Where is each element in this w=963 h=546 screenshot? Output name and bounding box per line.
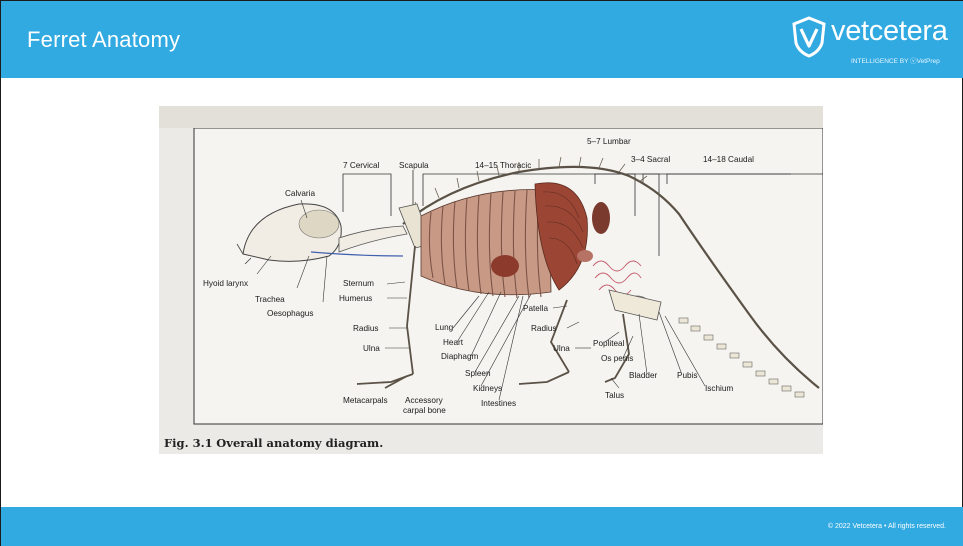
label-ulna-hind: Ulna (553, 344, 570, 353)
label-os-penis: Os penis (601, 354, 633, 363)
ferret-anatomy-diagram: 7 Cervical Scapula 14–15 Thoracic 5–7 Lu… (159, 106, 823, 436)
caption-text: Overall anatomy diagram. (216, 436, 383, 450)
label-metacarpals: Metacarpals (343, 396, 388, 405)
scan-top-edge (159, 106, 823, 128)
label-popliteal: Popliteal (593, 339, 625, 348)
label-spleen: Spleen (465, 369, 491, 378)
label-ischium: Ischium (705, 384, 733, 393)
label-talus: Talus (605, 391, 624, 400)
label-radius-hind: Radius (531, 324, 557, 333)
vetcetera-logo: vetcetera INTELLIGENCE BY ⓥVetPrep (789, 11, 959, 71)
label-oesophagus: Oesophagus (267, 309, 313, 318)
heart-shape (491, 255, 519, 277)
label-thoracic: 14–15 Thoracic (475, 161, 531, 170)
label-scapula: Scapula (399, 161, 429, 170)
caption-number: Fig. 3.1 (164, 436, 213, 450)
label-pubis: Pubis (677, 371, 697, 380)
label-bladder: Bladder (629, 371, 657, 380)
label-carpal-bone: carpal bone (403, 406, 446, 415)
logo-wordmark: vetcetera (831, 15, 948, 48)
figure-caption: Fig. 3.1 Overall anatomy diagram. (164, 436, 383, 450)
label-intestines: Intestines (481, 399, 516, 408)
label-humerus: Humerus (339, 294, 372, 303)
label-heart: Heart (443, 338, 464, 347)
label-diaphragm: Diaphagm (441, 352, 478, 361)
shield-logo-icon (789, 15, 829, 59)
label-hyoid-larynx: Hyoid larynx (203, 279, 248, 288)
kidney-shape (592, 202, 610, 234)
anatomy-figure: 7 Cervical Scapula 14–15 Thoracic 5–7 Lu… (159, 106, 823, 454)
label-kidneys: Kidneys (473, 384, 502, 393)
label-sternum: Sternum (343, 279, 374, 288)
page-title: Ferret Anatomy (27, 27, 180, 53)
copyright-text: © 2022 Vetcetera • All rights reserved. (828, 523, 946, 530)
label-trachea: Trachea (255, 295, 285, 304)
logo-subtext: INTELLIGENCE BY ⓥVetPrep (851, 55, 940, 65)
label-lumbar: 5–7 Lumbar (587, 137, 631, 146)
header-bar: Ferret Anatomy vetcetera INTELLIGENCE BY… (1, 0, 963, 78)
calvaria-shape (299, 210, 339, 238)
label-calvaria: Calvaria (285, 189, 315, 198)
spleen-shape (577, 250, 593, 262)
footer-bar: © 2022 Vetcetera • All rights reserved. (1, 507, 963, 546)
label-lung: Lung (435, 323, 454, 332)
label-sacral: 3–4 Sacral (631, 155, 670, 164)
label-radius-front: Radius (353, 324, 379, 333)
label-cervical: 7 Cervical (343, 161, 380, 170)
label-caudal: 14–18 Caudal (703, 155, 754, 164)
label-patella: Patella (523, 304, 548, 313)
label-ulna-front: Ulna (363, 344, 380, 353)
label-accessory: Accessory (405, 396, 444, 405)
